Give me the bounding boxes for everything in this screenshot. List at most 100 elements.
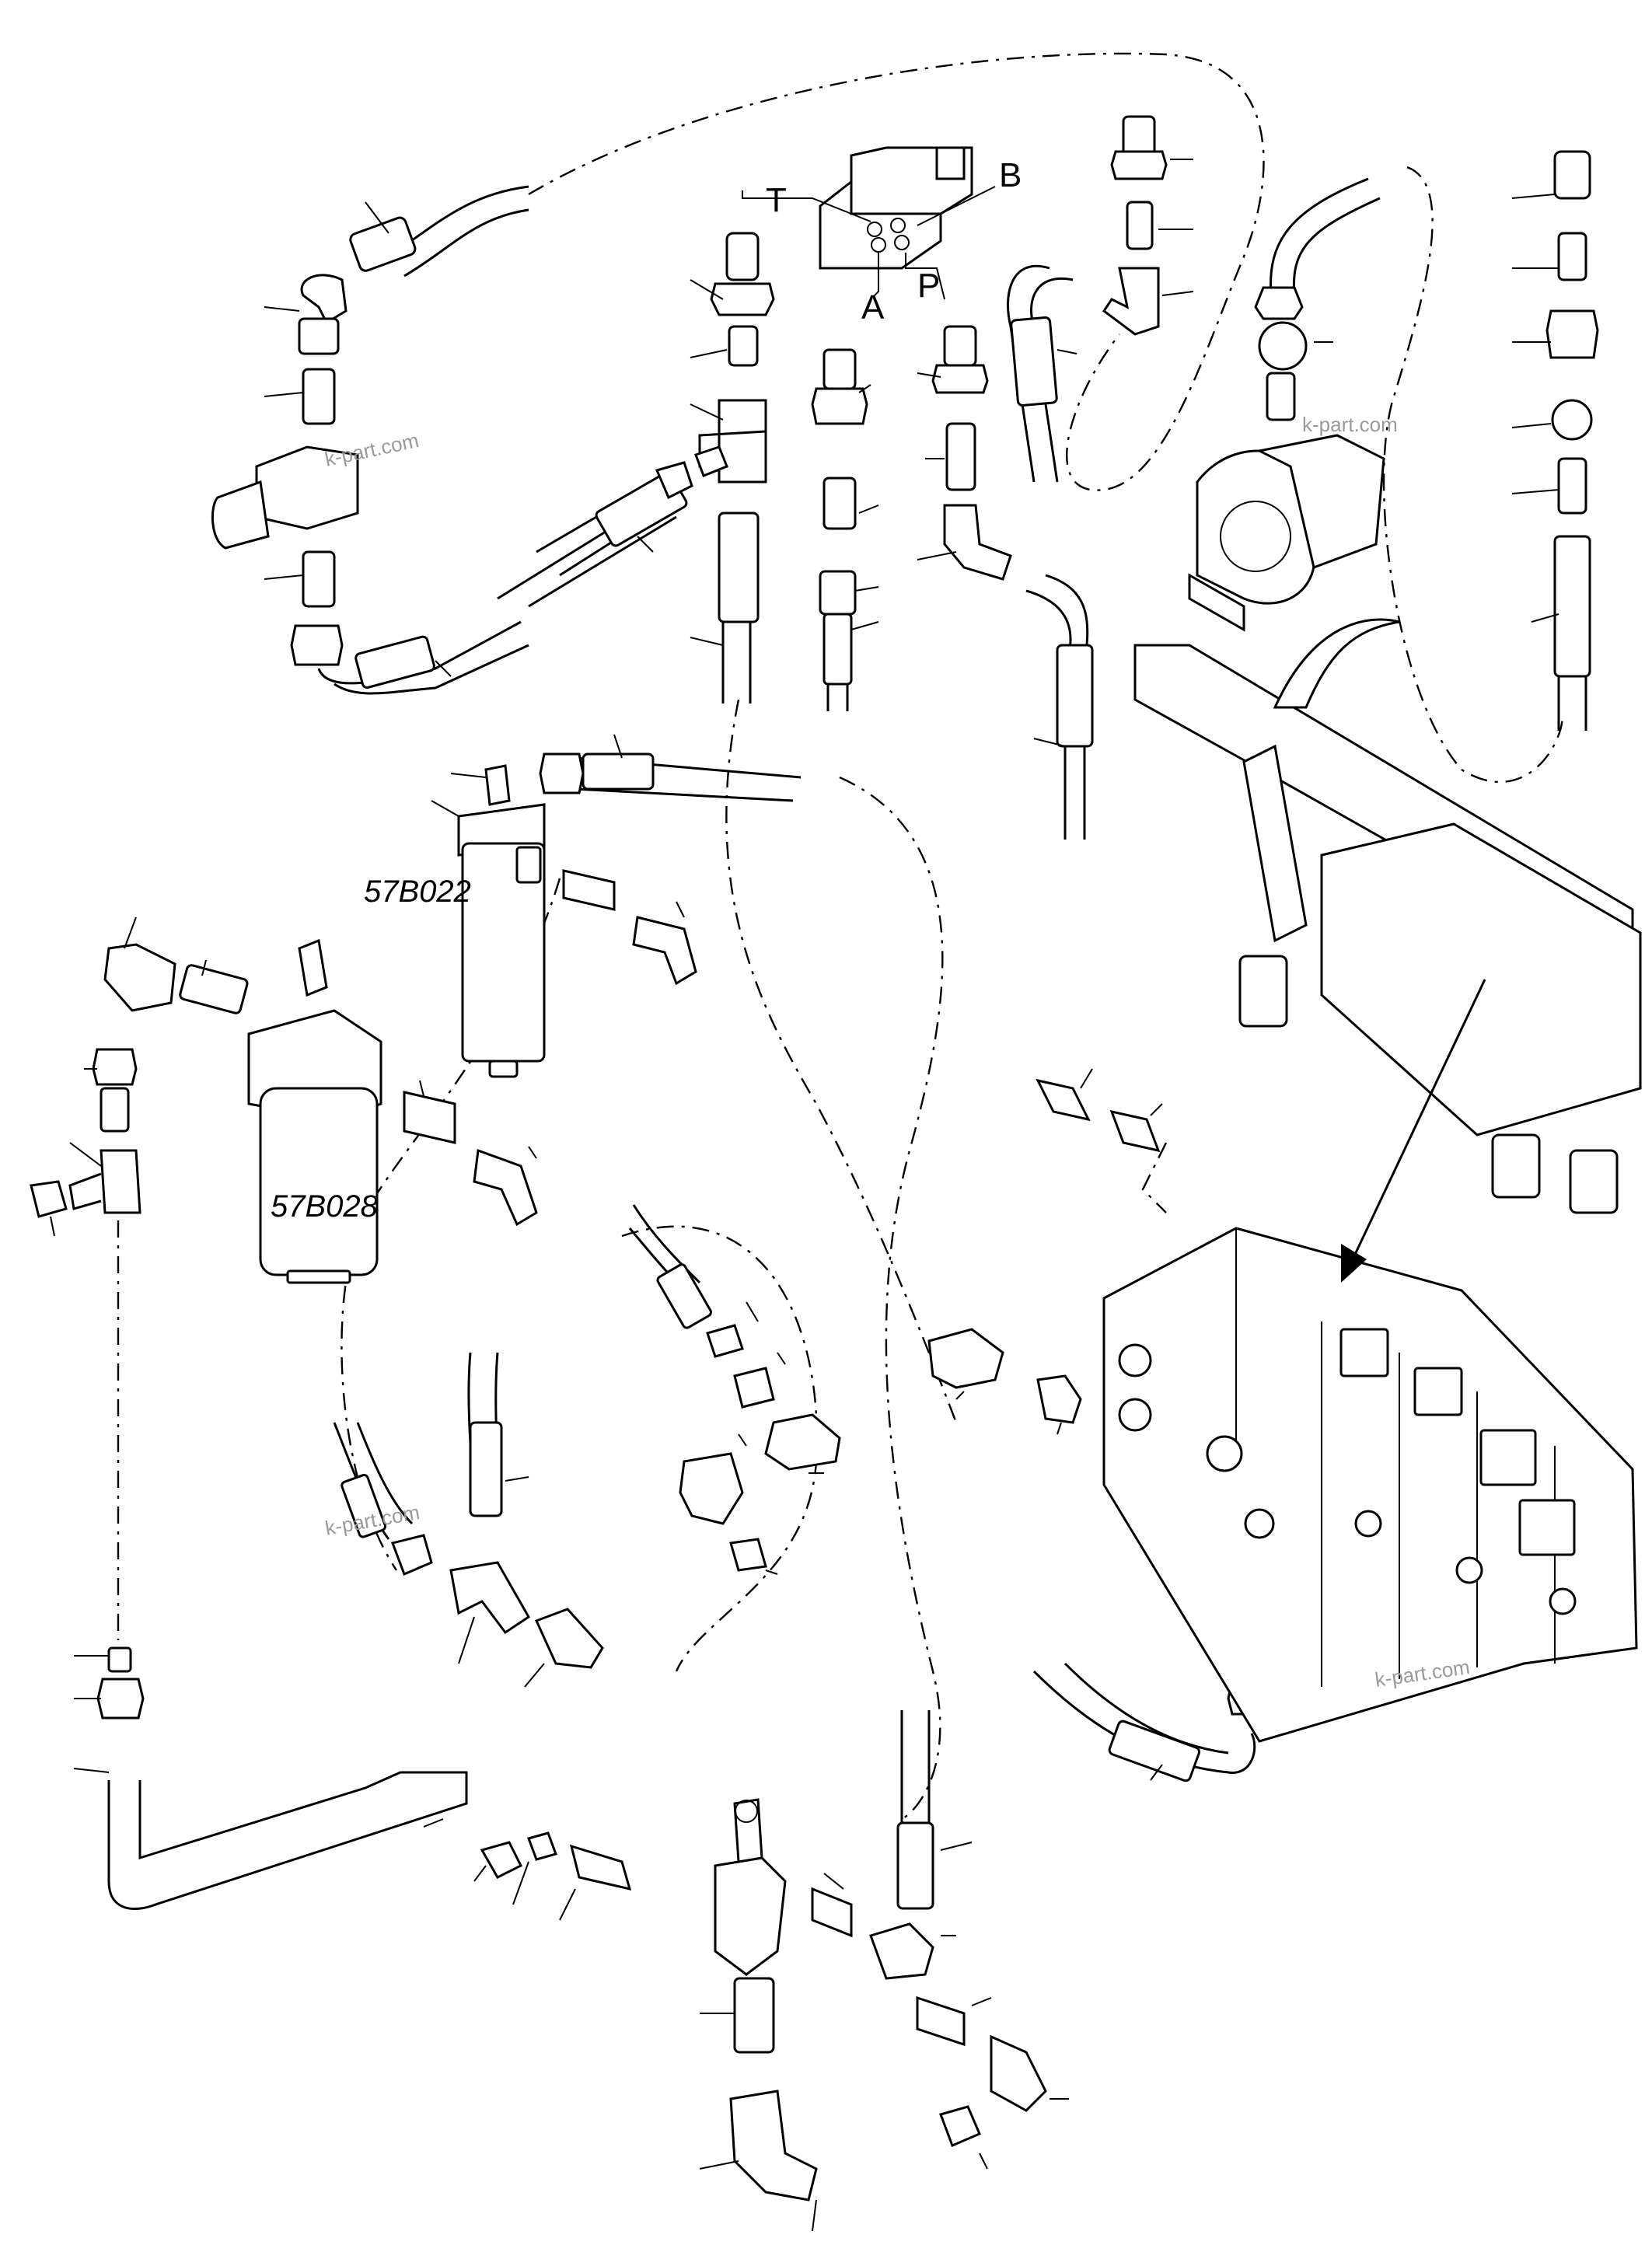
hose-ferrule — [341, 1473, 387, 1538]
elbow-fitting — [1102, 267, 1160, 336]
watermark: k-part.com — [323, 428, 421, 471]
watermark: k-part.com — [1302, 413, 1398, 436]
tee-fitting — [679, 1452, 744, 1525]
hose-to-motor — [1254, 177, 1381, 421]
valve-port — [1455, 1556, 1483, 1584]
elbow-fitting — [300, 274, 348, 325]
adapter-fitting — [694, 445, 728, 477]
routing-loop-bottom — [621, 1225, 818, 1672]
leader-line — [738, 1301, 824, 1575]
filter-lower: 57B028 — [30, 917, 538, 1284]
leader-line — [690, 279, 728, 646]
hex-nut — [1110, 150, 1168, 180]
hex-nut — [1254, 286, 1304, 320]
tee-fitting — [68, 1149, 141, 1214]
fitting-stack-p-port — [917, 325, 1094, 840]
adapter-fitting — [403, 1091, 456, 1144]
frame-tank — [1491, 1133, 1541, 1199]
valve-solenoid — [211, 480, 270, 550]
central-tee-cluster — [333, 1352, 604, 1688]
elbow-fitting — [990, 2034, 1047, 2112]
hex-nut — [30, 1180, 68, 1218]
adapter-fitting — [527, 1831, 557, 1861]
hose-ferrule — [1108, 1720, 1201, 1782]
detail-pointer-arrow — [1351, 979, 1486, 1260]
routing-loop-filter-upper — [725, 699, 958, 1423]
adapter-fitting — [729, 1538, 767, 1572]
filter-upper-code: 57B022 — [364, 875, 471, 909]
plug-cap — [107, 1646, 132, 1673]
adapter-fitting — [916, 1995, 966, 2047]
diagonal-hose — [497, 445, 728, 608]
hex-nut — [298, 317, 340, 355]
leader-line — [1057, 159, 1194, 354]
adapter-fitting — [1036, 1078, 1091, 1122]
adapter-fitting — [302, 550, 336, 608]
elbow-fitting — [473, 1148, 538, 1227]
hose-ferrule — [1010, 316, 1058, 407]
elbow-fitting — [729, 2090, 818, 2201]
adapter-fitting — [1266, 372, 1296, 421]
leader-line — [955, 1068, 1163, 1435]
hose-nut — [819, 570, 857, 616]
hose-ferrule — [718, 512, 760, 623]
tee-fitting — [449, 1561, 530, 1635]
pilot-valve-assembly: T B A P — [742, 146, 1022, 326]
left-bottom-pipe — [73, 1646, 632, 1921]
fitting-stack-right — [1511, 150, 1599, 731]
hose-line — [721, 622, 752, 704]
frame-machinery — [1320, 822, 1642, 1136]
port-label-p: P — [917, 267, 940, 305]
filter-lower-indicator — [298, 938, 328, 997]
valve-port — [1206, 1435, 1243, 1472]
leader-line — [699, 1842, 1069, 2232]
port-label-a: A — [861, 288, 885, 326]
valve-block-outline — [1102, 1227, 1638, 1743]
adapter-fitting — [728, 325, 759, 367]
hex-nut — [290, 624, 344, 666]
tee-fitting — [927, 1328, 1004, 1389]
tee-fitting — [764, 1413, 841, 1471]
adapter-fitting — [1122, 115, 1156, 157]
frame-tank — [1238, 955, 1288, 1028]
hex-nut — [710, 282, 775, 316]
valve-port — [1118, 1343, 1152, 1377]
check-valve — [534, 1608, 604, 1669]
valve-port — [1354, 1510, 1382, 1538]
filter-lower-code: 57B028 — [271, 1189, 379, 1224]
valve-block-section — [1235, 1228, 1556, 1687]
hose-ferrule — [469, 1421, 503, 1517]
main-control-valve-block — [1102, 1227, 1638, 1743]
hose-ferrule — [656, 1263, 712, 1329]
adapter-fitting — [823, 348, 857, 390]
elbow-fitting — [632, 916, 697, 986]
pilot-valve-port-p-hole — [890, 218, 906, 233]
machine-frame — [1133, 618, 1642, 1283]
hex-nut — [939, 2105, 981, 2147]
hex-nut — [1545, 309, 1599, 359]
valve-port — [1549, 1587, 1577, 1615]
routing-loop-right — [1382, 166, 1564, 783]
middle-swivel-fittings — [628, 1204, 841, 1575]
routing-line-valve-link — [1141, 1142, 1168, 1213]
adapter-fitting — [823, 477, 857, 530]
port-t-leader — [742, 190, 871, 222]
port-label-t: T — [766, 181, 787, 219]
adapter-fitting — [1109, 1109, 1161, 1153]
motor-base — [1188, 573, 1245, 632]
leader-line — [73, 1655, 576, 1921]
valve-port — [1244, 1508, 1275, 1539]
plug-cap — [1553, 150, 1591, 200]
fitting-stack-t-port — [690, 232, 775, 704]
hex-nut — [811, 387, 868, 425]
port-b-leader — [917, 186, 996, 226]
rigid-pipe — [107, 1771, 468, 1910]
hose-ferrule — [1056, 644, 1094, 748]
pilot-valve-cap — [935, 146, 966, 180]
leader-line — [431, 734, 685, 918]
drive-motor — [1188, 434, 1385, 632]
filter-upper-port — [515, 846, 542, 884]
port-a-leader — [874, 253, 879, 296]
hose-ferrule — [349, 216, 417, 272]
